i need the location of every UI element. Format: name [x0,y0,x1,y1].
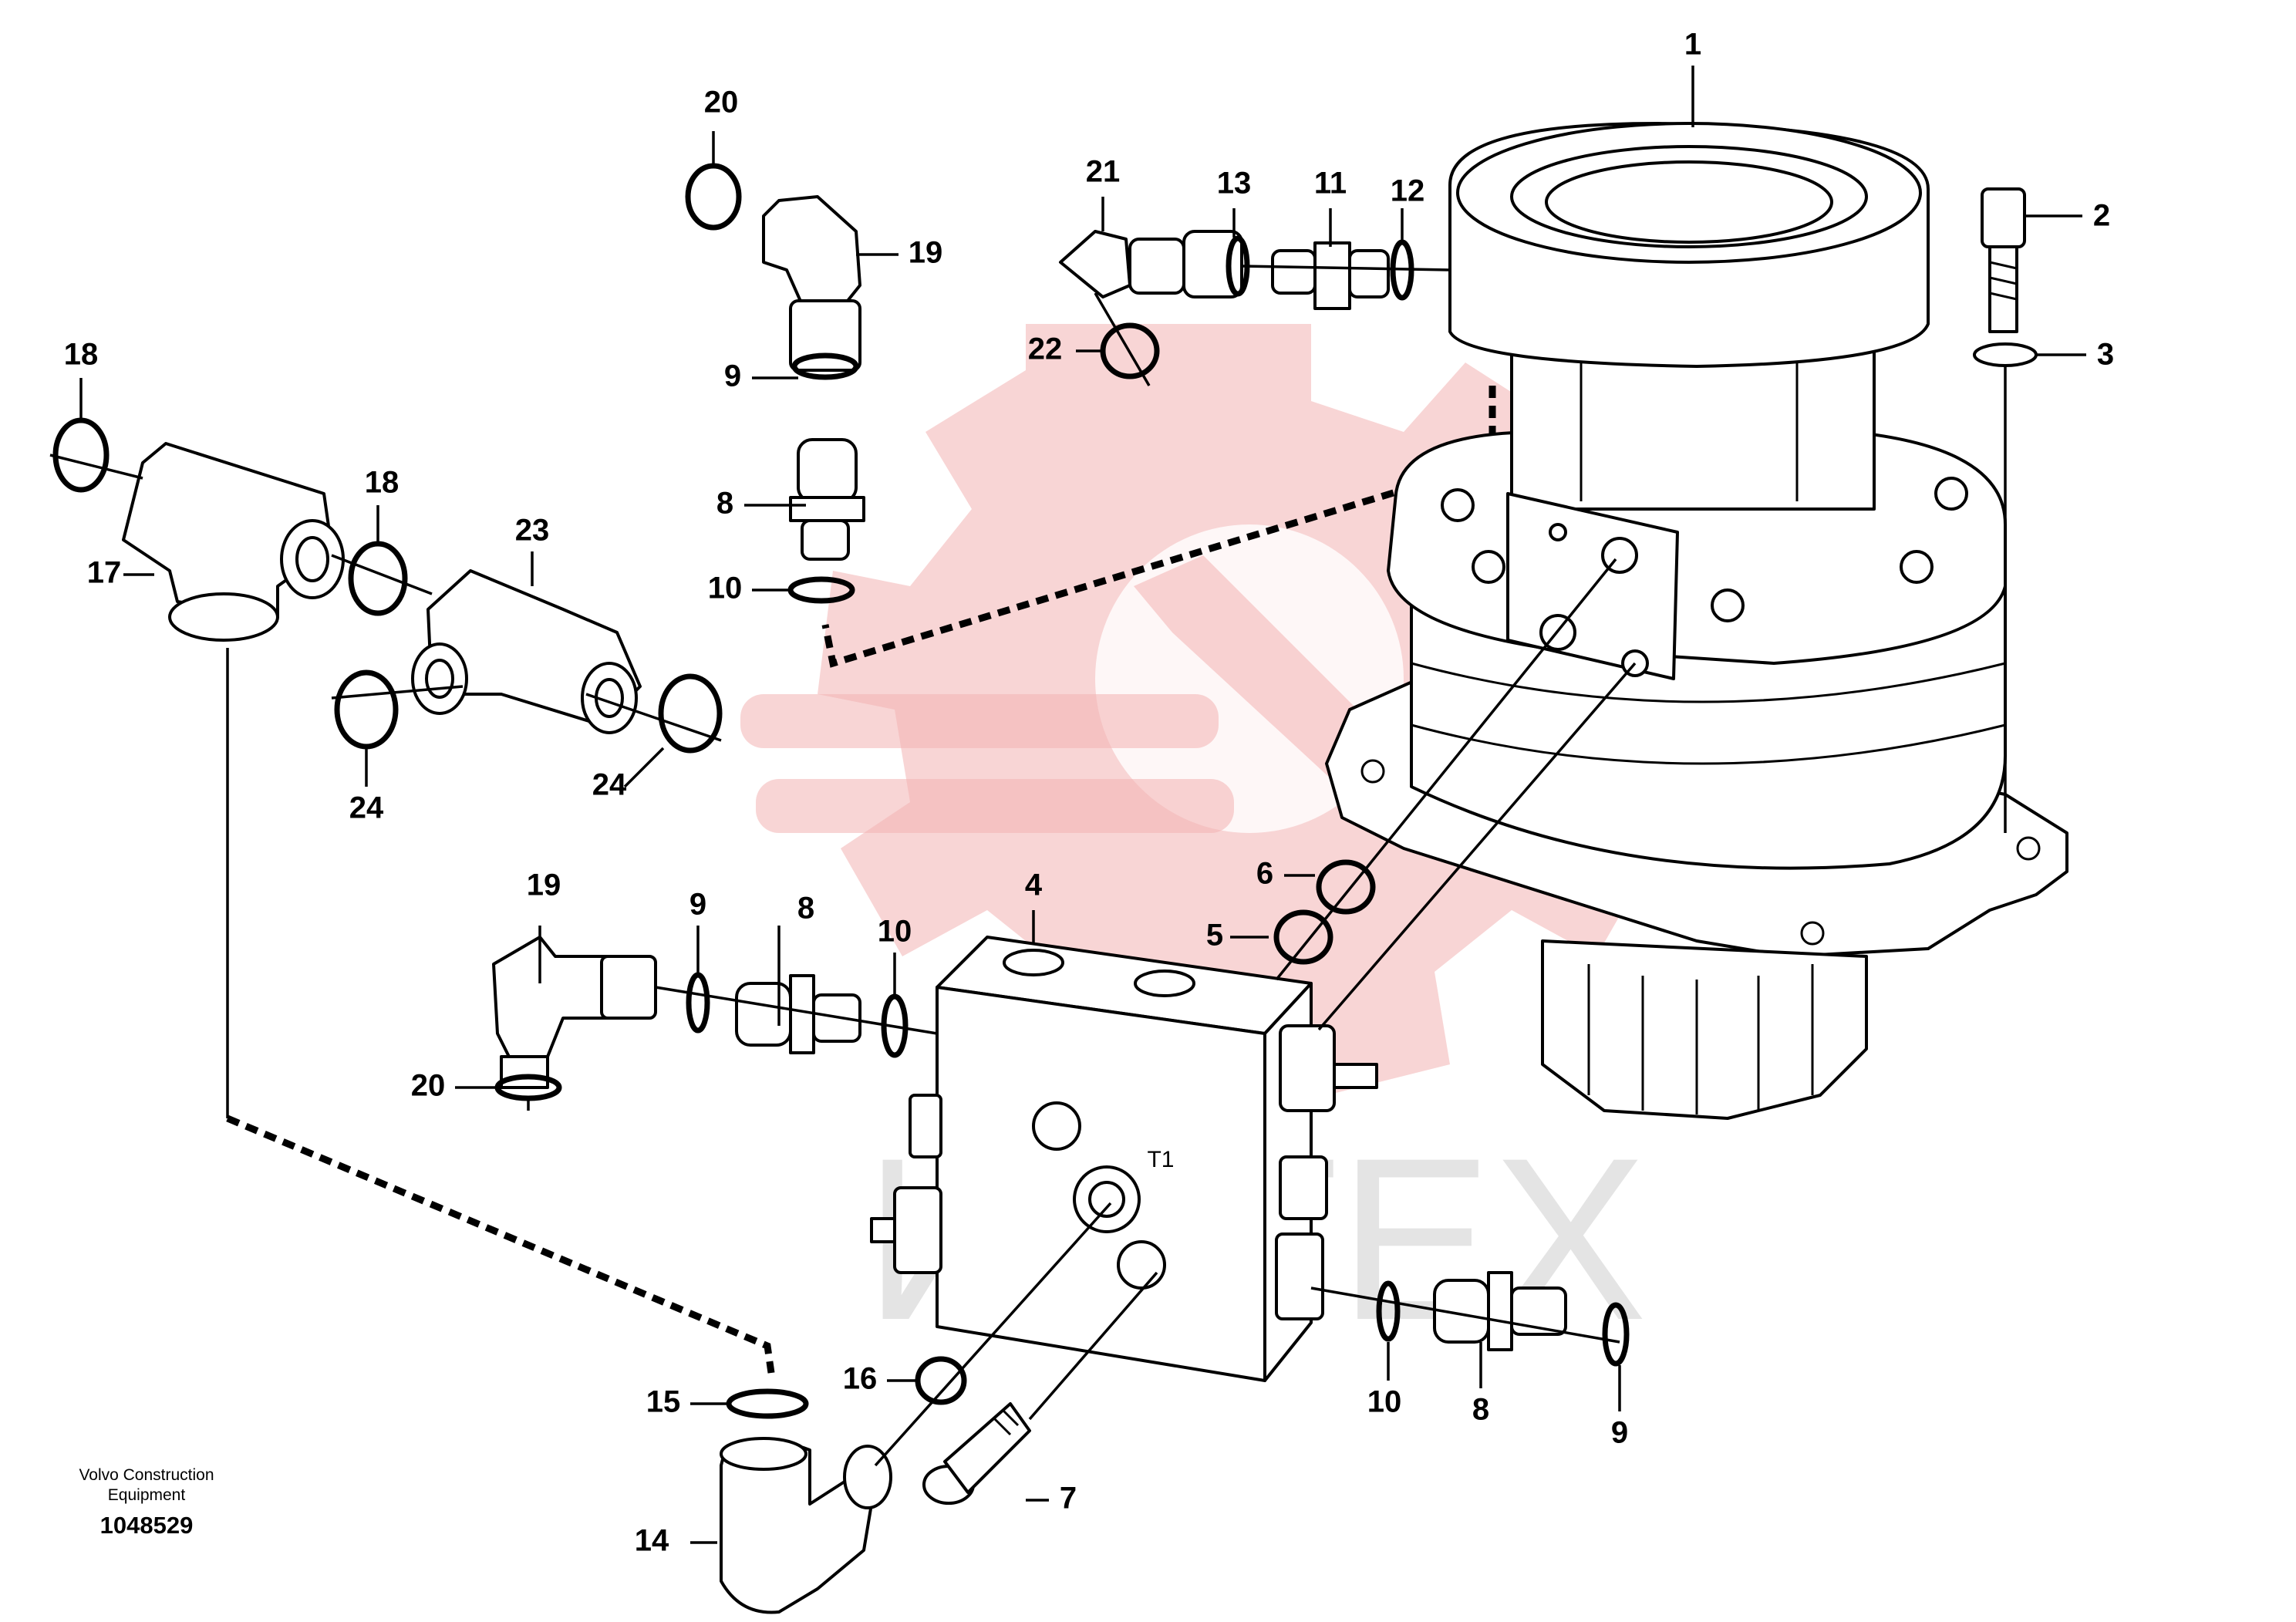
callout-10-right: 10 [1367,1385,1402,1419]
callout-17: 17 [87,556,122,590]
callout-10-top: 10 [708,572,743,605]
callout-1: 1 [1684,28,1701,62]
callout-20-top: 20 [704,86,739,120]
callout-numbers: 1 2 3 4 5 6 7 8 8 8 9 9 9 10 10 10 11 12… [64,28,2114,1558]
callout-11: 11 [1314,167,1347,201]
oring-part-18-right [348,541,408,616]
fitting-8-top [789,438,865,561]
document-number: 1048529 [99,1512,194,1539]
oring-part-15 [726,1388,809,1419]
callout-5: 5 [1206,919,1223,953]
callout-2: 2 [2093,199,2110,233]
caption: Volvo Construction Equipment [46,1465,247,1506]
callout-22: 22 [1028,332,1063,366]
callout-14: 14 [635,1524,669,1558]
swing-motor-assembly [1325,122,2068,1120]
dashed-line-left [226,1114,775,1374]
elbow-part-19-lower [492,936,657,1089]
dashed-line-top [821,386,1496,668]
caption-line-1: Volvo Construction [79,1466,214,1484]
bolt-part-2 [1981,187,2026,333]
callout-24-left: 24 [349,791,384,825]
bolt-part-7 [922,1402,1031,1505]
callout-18-left: 18 [64,338,99,372]
callout-8-right: 8 [1472,1393,1489,1427]
callout-9-right: 9 [1611,1416,1628,1450]
callout-24-right: 24 [592,768,627,802]
callout-18-right: 18 [365,466,400,500]
callout-10-lower: 10 [878,915,912,949]
caption-line-2: Equipment [107,1486,186,1504]
oring-part-24-right [658,673,723,754]
callout-8-top: 8 [716,487,733,521]
oring-part-10-right [1376,1280,1401,1342]
callout-13: 13 [1217,167,1252,201]
tee-part-17 [122,442,345,642]
elbow-part-21 [1059,230,1243,298]
oring-part-24-left [334,669,399,750]
washer-part-3 [1973,342,2038,367]
callout-9-lower: 9 [689,888,706,922]
callout-23: 23 [515,514,550,548]
callout-7: 7 [1060,1482,1077,1516]
callout-4: 4 [1025,868,1043,902]
oring-part-9-top [791,352,859,380]
oring-part-18-left [52,417,110,493]
fitting-part-11 [1271,241,1390,310]
callout-21: 21 [1086,155,1121,189]
valve-block-part-4: T1 [870,936,1378,1382]
elbow-part-14 [720,1437,892,1614]
callout-3: 3 [2097,338,2114,372]
oring-part-9-right [1602,1302,1630,1367]
oring-part-20-top [685,163,742,231]
callout-19-top: 19 [909,236,943,270]
oring-part-6 [1316,859,1376,915]
fitting-8-right [1433,1271,1567,1351]
callout-12: 12 [1391,174,1425,208]
fitting-8-lower [735,974,861,1054]
callout-19-lower: 19 [527,868,561,902]
callout-6: 6 [1256,857,1273,891]
port-label-t1: T1 [1147,1147,1174,1172]
callout-15: 15 [646,1385,681,1419]
callout-9-top: 9 [724,359,741,393]
oring-part-9-lower [686,972,710,1034]
callout-8-lower: 8 [797,892,814,926]
oring-part-5 [1273,909,1333,965]
callout-16: 16 [843,1362,878,1396]
tee-part-23 [411,569,642,734]
callout-20-lower: 20 [411,1069,446,1103]
elbow-part-19-top [762,195,861,372]
callout-leaders [79,66,2086,1544]
